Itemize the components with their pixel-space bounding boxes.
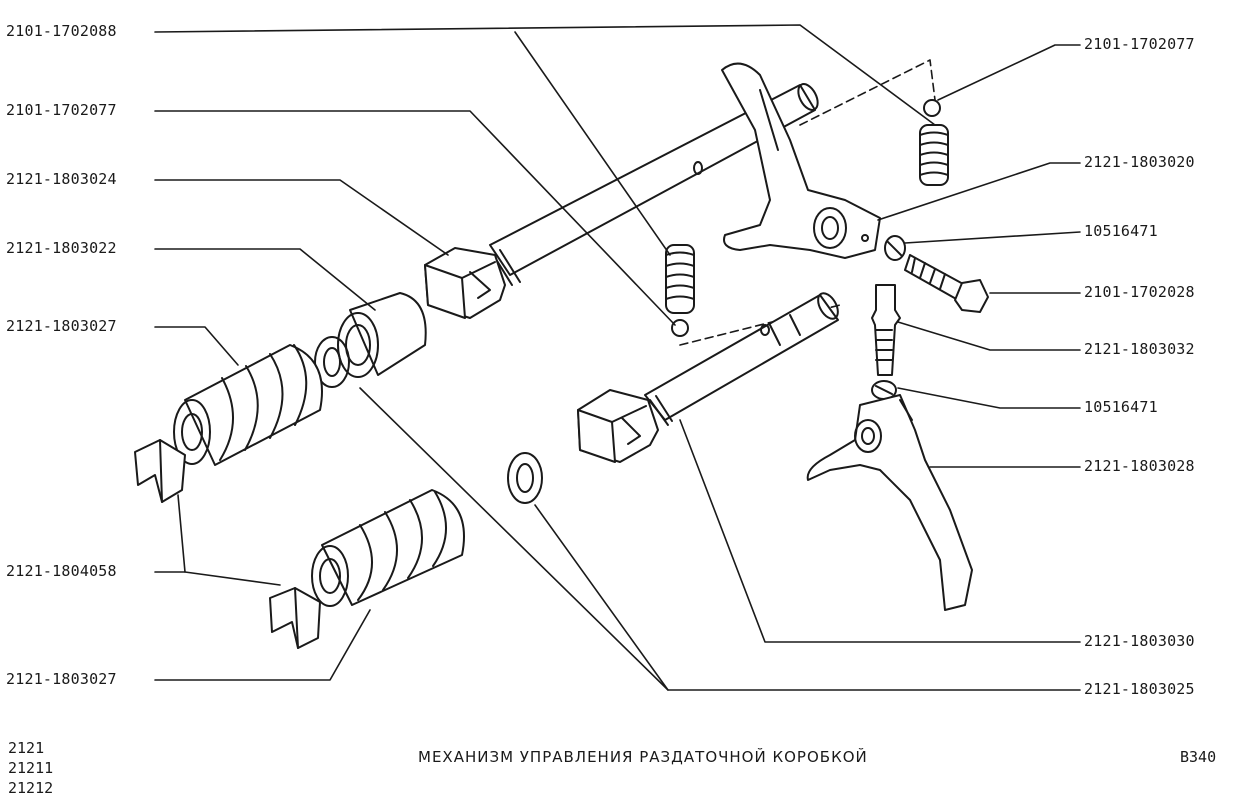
leader-lines	[154, 24, 1081, 691]
model-code: 2121	[8, 739, 45, 757]
part-label-left-5: 2121-1803027	[6, 317, 117, 335]
part-label-right-1: 2101-1702077	[1084, 35, 1195, 53]
boot-lower	[311, 489, 465, 607]
part-label-right-2: 2121-1803020	[1084, 153, 1195, 171]
upper-shift-rod	[489, 83, 819, 286]
upper-rod-head	[424, 247, 506, 319]
stud	[871, 284, 901, 376]
part-label-left-1: 2101-1702088	[6, 22, 117, 40]
boot-upper	[173, 344, 323, 466]
part-label-right-3: 10516471	[1084, 222, 1158, 240]
part-label-right-8: 2121-1803030	[1084, 632, 1195, 650]
ball-middle	[671, 319, 689, 337]
model-code: 21211	[8, 759, 54, 777]
seal-ring-upper	[314, 336, 350, 388]
part-label-right-6: 10516471	[1084, 398, 1158, 416]
clip-upper	[134, 439, 186, 503]
part-label-left-6: 2121-1804058	[6, 562, 117, 580]
bushing	[337, 292, 427, 378]
part-label-right-7: 2121-1803028	[1084, 457, 1195, 475]
lower-shift-rod	[644, 292, 839, 426]
bolt	[904, 254, 989, 313]
ball-upper	[923, 99, 941, 117]
part-label-left-7: 2121-1803027	[6, 670, 117, 688]
model-list: 2121 21211 21212	[8, 738, 53, 798]
clip-lower	[269, 587, 321, 649]
lower-shift-fork	[806, 394, 973, 611]
part-label-right-4: 2101-1702028	[1084, 283, 1195, 301]
diagram-title: МЕХАНИЗМ УПРАВЛЕНИЯ РАЗДАТОЧНОЙ КОРОБКОЙ	[418, 748, 868, 766]
spring-middle	[665, 244, 695, 314]
page-code: B340	[1180, 748, 1217, 766]
lower-rod-head	[577, 389, 659, 463]
part-label-left-2: 2101-1702077	[6, 101, 117, 119]
spring-upper	[919, 124, 949, 186]
model-code: 21212	[8, 779, 54, 797]
part-label-right-9: 2121-1803025	[1084, 680, 1195, 698]
part-label-right-5: 2121-1803032	[1084, 340, 1195, 358]
lock-washer-upper	[884, 235, 906, 261]
seal-ring-lower	[507, 452, 543, 504]
upper-shift-fork	[721, 62, 881, 259]
part-label-left-3: 2121-1803024	[6, 170, 117, 188]
part-label-left-4: 2121-1803022	[6, 239, 117, 257]
